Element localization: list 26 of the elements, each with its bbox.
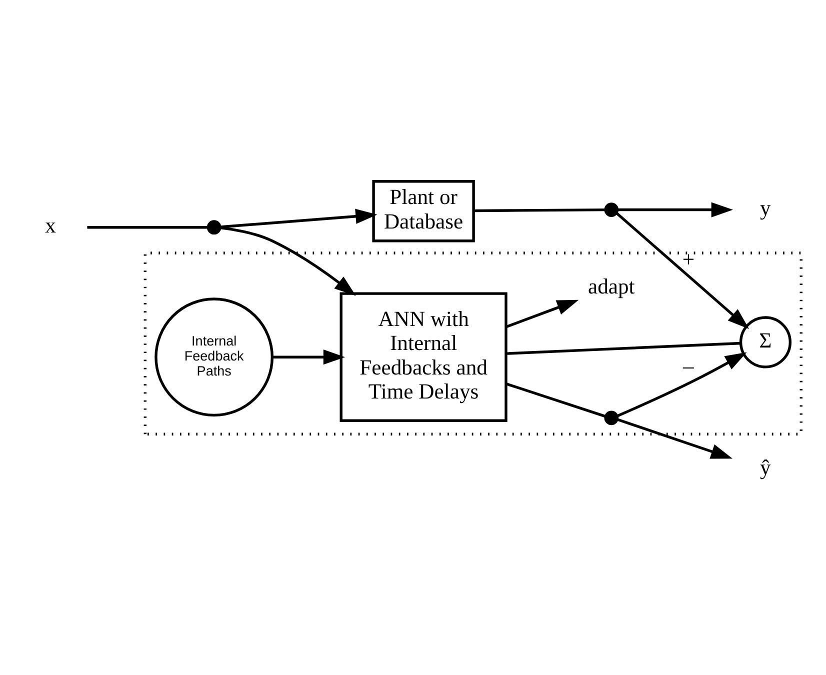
connector: [87, 226, 208, 229]
cluster: [144, 252, 802, 436]
arrow: [272, 350, 346, 365]
node-dot: [206, 220, 222, 235]
node-box: Plant or Database: [372, 180, 475, 242]
node-circle: Internal Feedback Paths: [154, 298, 274, 417]
arrow: [220, 226, 356, 296]
arrow: [616, 212, 750, 330]
node-box: ANN with Internal Feedbacks and Time Delays: [340, 292, 508, 422]
arrow: [616, 418, 733, 459]
node-circle: Σ: [739, 316, 792, 368]
node-dot: [604, 410, 619, 426]
arrow: [506, 300, 579, 328]
arrow: [220, 208, 378, 228]
connector: [506, 342, 741, 355]
node-text: y: [760, 196, 771, 220]
node-text: adapt: [588, 274, 635, 298]
node-text: ŷ: [760, 455, 771, 480]
arrow: [616, 352, 747, 418]
arrow: [618, 202, 733, 218]
edge-label: +: [682, 247, 695, 272]
connector: [474, 208, 606, 212]
node-text: x: [45, 213, 56, 238]
connector: [506, 382, 606, 418]
edge-label: –: [683, 354, 694, 378]
node-dot: [604, 202, 619, 217]
